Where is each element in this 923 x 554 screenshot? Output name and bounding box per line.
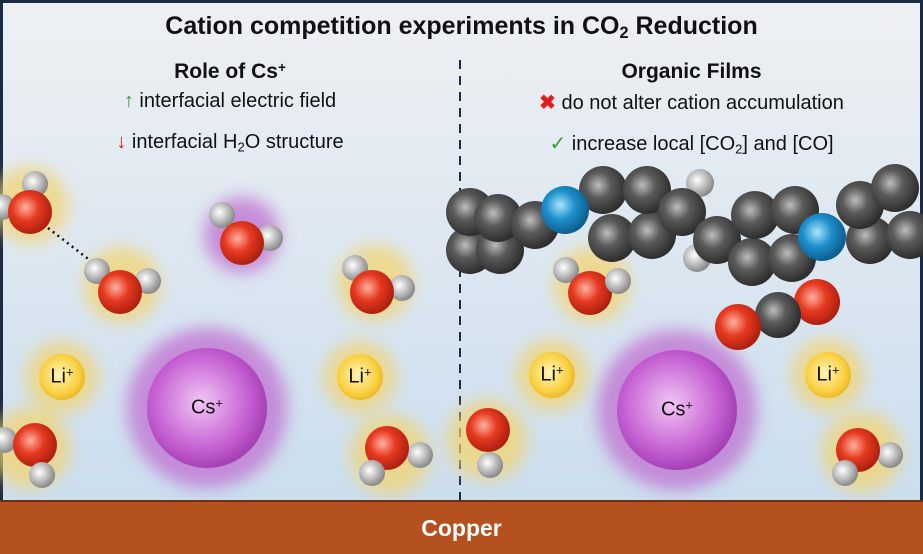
- check-icon: ✓: [549, 133, 567, 155]
- water-molecule: [466, 408, 510, 478]
- cs-ion: [147, 348, 267, 468]
- li-ion: [39, 354, 85, 400]
- left-line-1: ↑ interfacial electric field: [123, 90, 337, 112]
- cs-ion-label: Cs+: [660, 397, 694, 421]
- water-molecule: [832, 428, 903, 486]
- right-line-2: ✓ increase local [CO2] and [CO]: [549, 133, 834, 157]
- li-ion-label: Li+: [540, 362, 564, 386]
- x-icon: ✖: [539, 92, 556, 114]
- cs-ion-label: Cs+: [190, 395, 224, 419]
- co2-molecule: [715, 279, 840, 350]
- li-ion: [337, 354, 383, 400]
- water-molecule: [342, 255, 415, 314]
- cs-ion: [617, 350, 737, 470]
- li-ion-label: Li+: [816, 362, 840, 386]
- water-molecule: [84, 258, 161, 314]
- left-line-2: ↓ interfacial H2O structure: [116, 131, 344, 155]
- right-line-1: ✖ do not alter cation accumulation: [539, 92, 844, 114]
- left-heading: Role of Cs+: [174, 59, 286, 83]
- water-molecule: [0, 171, 52, 234]
- up-arrow-icon: ↑: [123, 90, 134, 112]
- right-heading: Organic Films: [621, 60, 762, 83]
- organic-film-polymer: [446, 164, 923, 286]
- down-arrow-icon: ↓: [116, 131, 127, 153]
- li-ion: [805, 352, 851, 398]
- water-molecule: [553, 257, 631, 315]
- nitrogen-atom: [541, 186, 589, 234]
- figure-title: Cation competition experiments in CO2 Re…: [165, 12, 758, 43]
- li-ion-label: Li+: [50, 364, 74, 388]
- li-ion: [529, 352, 575, 398]
- nitrogen-atom: [798, 213, 846, 261]
- copper-electrode: Copper: [0, 500, 923, 554]
- water-molecule: [0, 423, 57, 488]
- li-ion-label: Li+: [348, 364, 372, 388]
- water-molecule: [209, 202, 283, 265]
- water-molecule: [359, 426, 433, 486]
